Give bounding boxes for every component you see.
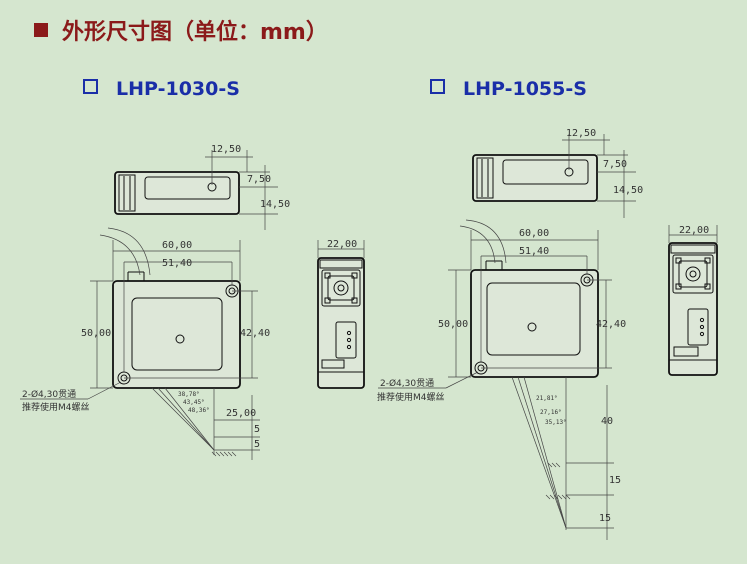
model-heading-2: LHP-1055-S — [430, 78, 587, 100]
dim-width-1: 60,00 — [162, 240, 192, 251]
dim-top-h1-2: 7,50 — [603, 159, 627, 170]
dim-dist1-1: 25,00 — [226, 408, 256, 419]
dim-inner-h-1: 42,40 — [240, 328, 270, 339]
dim-angle1-1: 38,78° — [178, 391, 200, 398]
dim-top-w-1: 12,50 — [211, 144, 241, 155]
dim-width-2: 60,00 — [519, 228, 549, 239]
model-2-drawing: 12,50 7,50 14,50 — [377, 128, 718, 540]
model-1-top-view — [114, 150, 278, 230]
dim-inner-w-2: 51,40 — [519, 246, 549, 257]
dim-angle3-1: 48,36° — [188, 407, 210, 414]
page-title: 外形尺寸图（单位：mm） — [34, 14, 328, 46]
hole-note-2a: 2-Ø4,30贯通 — [380, 378, 434, 389]
model-1-drawing: 12,50 7,50 14,50 — [20, 144, 365, 460]
dim-top-h2-1: 14,50 — [260, 199, 290, 210]
dim-angle2-2: 27,16° — [540, 409, 562, 416]
dim-inner-w-1: 51,40 — [162, 258, 192, 269]
dim-top-w-2: 12,50 — [566, 128, 596, 139]
dim-angle2-1: 43,45° — [183, 399, 205, 406]
hole-note-1b: 推荐使用M4螺丝 — [22, 401, 90, 413]
dim-dist2-1: 5 — [254, 424, 260, 435]
model-2-front-view — [378, 219, 614, 540]
model-1-side-view — [317, 240, 365, 389]
dim-height-2: 50,00 — [438, 319, 468, 330]
dim-top-h1-1: 7,50 — [247, 174, 271, 185]
checkbox-square-icon — [430, 79, 445, 94]
model-2-top-view — [472, 134, 636, 218]
model-heading-1: LHP-1030-S — [83, 78, 240, 100]
hole-note-1a: 2-Ø4,30贯通 — [22, 389, 76, 400]
model-1-front-view — [20, 227, 260, 460]
dim-dist1-2: 40 — [601, 416, 613, 427]
dim-dist2-2: 15 — [609, 475, 621, 486]
dim-dist3-2: 15 — [599, 513, 611, 524]
dim-angle3-2: 35,13° — [545, 419, 567, 426]
dim-side-w-2: 22,00 — [679, 225, 709, 236]
bullet-square-icon — [34, 23, 48, 37]
dim-height-1: 50,00 — [81, 328, 111, 339]
dim-angle1-2: 21,81° — [536, 395, 558, 402]
dim-dist3-1: 5 — [254, 439, 260, 450]
checkbox-square-icon — [83, 79, 98, 94]
model-2-side-view — [668, 225, 718, 376]
dim-side-w-1: 22,00 — [327, 239, 357, 250]
dim-inner-h-2: 42,40 — [596, 319, 626, 330]
dim-top-h2-2: 14,50 — [613, 185, 643, 196]
hole-note-2b: 推荐使用M4螺丝 — [377, 391, 445, 403]
